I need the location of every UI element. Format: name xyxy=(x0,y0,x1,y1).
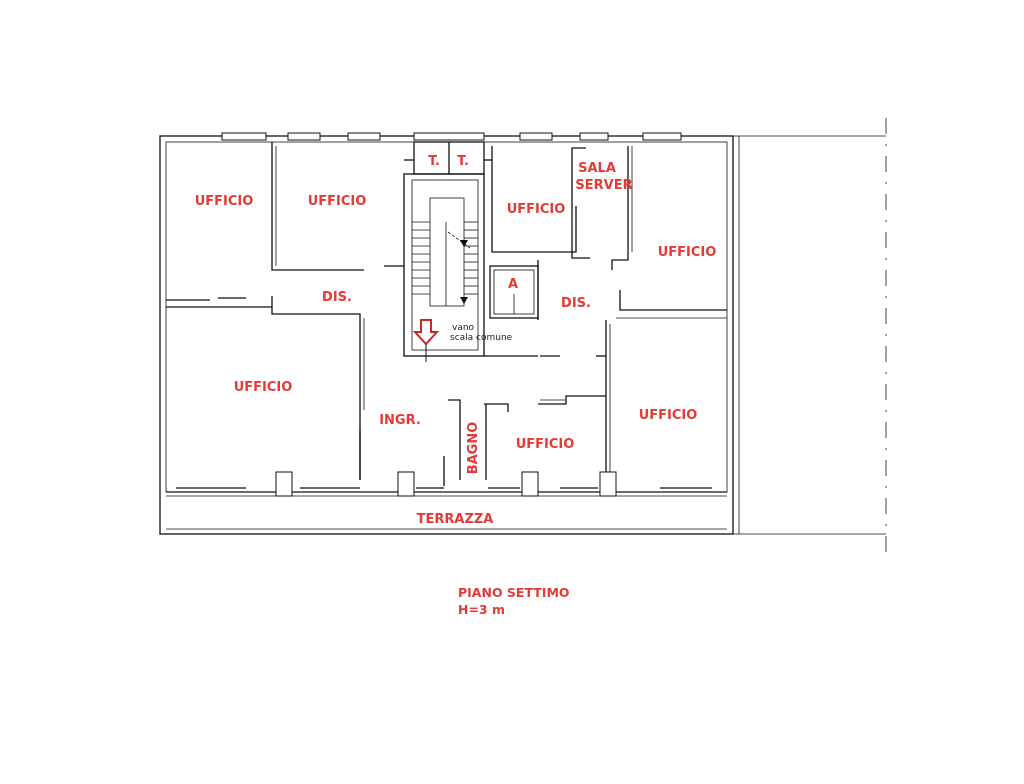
stair-note-line1: vano xyxy=(452,323,475,333)
stair-note-line2: scala comune xyxy=(450,333,513,343)
room-label-terrazza: TERRAZZA xyxy=(417,512,494,527)
room-label-ingresso: INGR. xyxy=(379,413,421,428)
room-label-ufficio: UFFICIO xyxy=(639,408,698,423)
floor-title: PIANO SETTIMO xyxy=(458,585,570,600)
top-windows xyxy=(221,132,682,141)
room-label-ufficio: UFFICIO xyxy=(658,245,717,260)
interior-walls xyxy=(166,141,727,497)
room-label-toilet: T. xyxy=(428,154,440,169)
room-label-toilet: T. xyxy=(457,154,469,169)
room-label-server: SERVER xyxy=(575,178,632,193)
room-label-ufficio: UFFICIO xyxy=(195,194,254,209)
stair-arrow-bottom xyxy=(460,297,468,304)
plan-caption: PIANO SETTIMO H=3 m xyxy=(458,585,570,617)
room-label-bagno: BAGNO xyxy=(466,422,481,475)
floor-height: H=3 m xyxy=(458,602,505,617)
room-label-sala: SALA xyxy=(578,161,616,176)
stair-treads xyxy=(412,221,515,314)
room-label-dis: DIS. xyxy=(322,290,352,305)
room-label-ufficio: UFFICIO xyxy=(308,194,367,209)
room-label-lift: A xyxy=(508,277,518,292)
down-arrow-icon xyxy=(412,319,440,362)
stair-note: vano scala comune xyxy=(450,323,513,343)
room-label-ufficio: UFFICIO xyxy=(507,202,566,217)
room-label-dis: DIS. xyxy=(561,296,591,311)
room-label-ufficio: UFFICIO xyxy=(234,380,293,395)
room-label-ufficio: UFFICIO xyxy=(516,437,575,452)
room-labels: UFFICIO UFFICIO UFFICIO SALA SERVER UFFI… xyxy=(195,154,717,527)
stair-arrow-top xyxy=(460,240,468,247)
